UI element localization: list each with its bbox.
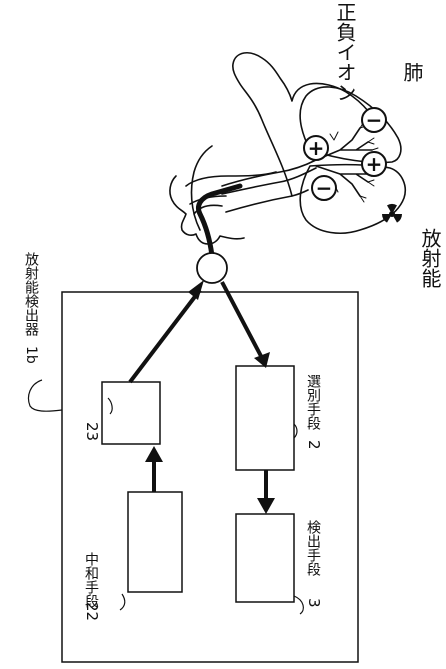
detecting-label: 検出手段 (306, 520, 320, 576)
detecting-box (236, 514, 294, 602)
ion-minus-1-sign: − (366, 108, 383, 132)
neutralizing-box (128, 492, 182, 592)
arrow-23-to-junction (130, 290, 200, 382)
neutralizing-ref: 22 (84, 602, 99, 621)
selecting-ref: 2 (306, 440, 321, 450)
neutralizing-label: 中和手段 (84, 552, 98, 608)
detecting-ref: 3 (306, 598, 321, 608)
arrow-junction-to-selecting (222, 282, 262, 358)
arrowhead-neutralizing (145, 446, 163, 462)
detector-title: 放射能検出器 (24, 252, 38, 336)
lung-label: 肺 (402, 62, 422, 82)
arrowhead-detecting (257, 498, 275, 514)
leader-3 (294, 596, 303, 614)
ion-minus-2-sign: − (316, 176, 333, 200)
ion-plus-2-sign: + (366, 152, 383, 176)
selecting-label: 選別手段 (306, 374, 320, 430)
selecting-box (236, 366, 294, 470)
arrowhead-23 (188, 280, 204, 300)
box-23-ref: 23 (84, 422, 99, 441)
leader-22 (120, 594, 125, 610)
ion-plus-1-sign: + (308, 136, 325, 160)
radioactivity-label: 放射能 (420, 228, 440, 288)
junction-circle (197, 253, 227, 283)
leader-1b (29, 380, 63, 411)
detector-ref: 1b (24, 346, 38, 364)
esophagus (226, 190, 308, 212)
ions-label: 正負イオン (335, 2, 355, 102)
